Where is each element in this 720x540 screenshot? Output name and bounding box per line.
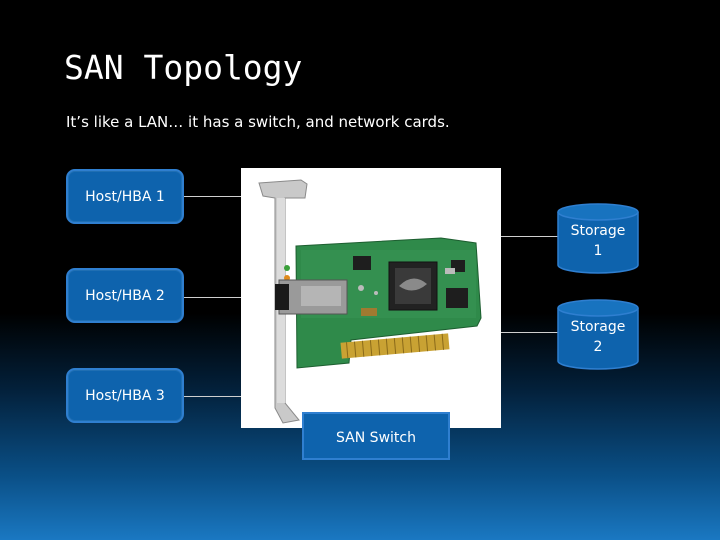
host-hba-3[interactable]: Host/HBA 3: [66, 368, 184, 423]
storage-1-label: Storage 1: [558, 221, 638, 261]
storage-2-label: Storage 2: [558, 317, 638, 357]
slide-title: SAN Topology: [64, 48, 302, 87]
storage-2-label-line1: Storage: [558, 317, 638, 337]
host-hba-1[interactable]: Host/HBA 1: [66, 169, 184, 224]
connector-host3: [184, 396, 241, 397]
connector-host1: [184, 196, 241, 197]
storage-2-label-line2: 2: [558, 337, 638, 357]
hba-card-illustration: [241, 168, 501, 428]
storage-1-label-line1: Storage: [558, 221, 638, 241]
network-card-photo: [241, 168, 501, 428]
storage-1-label-line2: 1: [558, 241, 638, 261]
connector-host2: [184, 297, 241, 298]
connector-storage2: [501, 332, 558, 333]
san-switch[interactable]: SAN Switch: [302, 412, 450, 460]
host-hba-2[interactable]: Host/HBA 2: [66, 268, 184, 323]
slide-subtitle: It’s like a LAN… it has a switch, and ne…: [66, 113, 450, 131]
connector-storage1: [501, 236, 558, 237]
